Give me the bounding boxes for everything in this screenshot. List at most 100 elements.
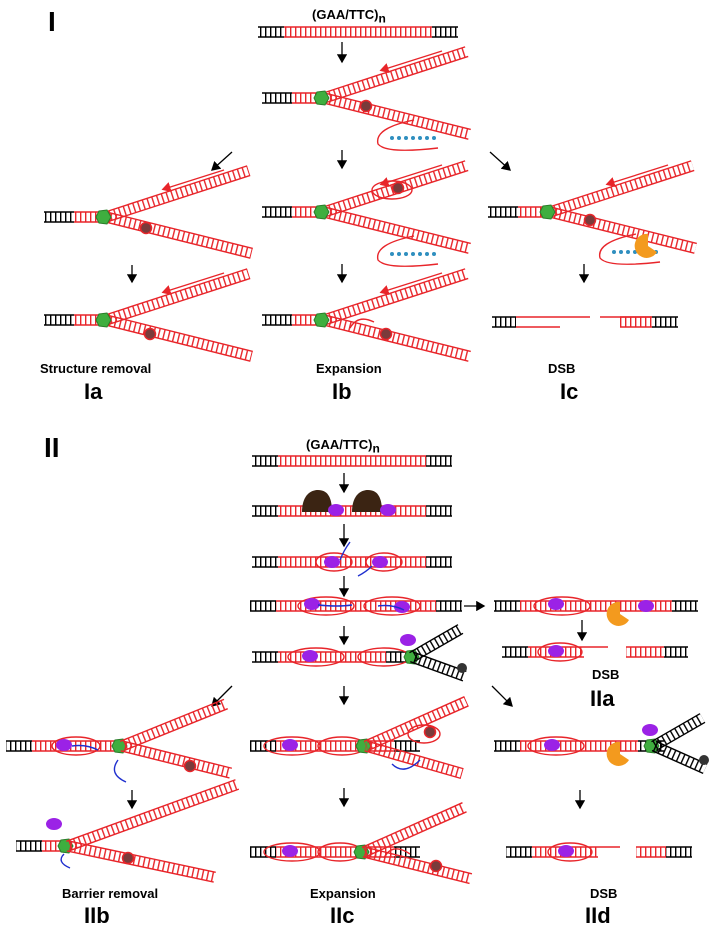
sublabel-iib: IIb <box>84 903 110 928</box>
iic-fork-1-arm-up-bottom-strand <box>367 705 469 752</box>
iia-dsb-left-flank-rungs <box>502 647 528 657</box>
rloop-iic-3 <box>263 842 321 862</box>
r-loop-protein-iid-1 <box>544 739 560 751</box>
iic-loop <box>407 724 441 744</box>
hairpin-i-1-dot <box>425 136 429 140</box>
arrow-i-left <box>211 151 233 171</box>
helicase-ic-1 <box>539 204 556 220</box>
iic-fork-2-arm-up-rungs <box>361 802 467 857</box>
hairpin-i-1-dot <box>390 136 394 140</box>
rloop-ii-c <box>297 596 355 616</box>
ia-fork-1-leading-arm <box>104 165 251 223</box>
ia-fork-1-flank-rungs <box>44 212 74 222</box>
rna-ii-4 <box>377 604 405 611</box>
i-fork-hairpin-lagging-arm-rungs <box>322 93 471 140</box>
hairpin-i-1 <box>376 119 439 151</box>
rna-iic-1 <box>391 759 421 770</box>
ia-fork-2-lagging-arm-rungs <box>104 315 253 362</box>
ib-fork-1-lagging-arm <box>322 206 471 254</box>
rloop-iia-b <box>537 642 583 662</box>
hairpin-i-1-dot <box>418 136 422 140</box>
ic-fork-1-parental-rungs <box>518 207 546 217</box>
iid-dsb-left-flank <box>506 846 532 858</box>
ib-fork-2-lagging-arm-bottom-strand <box>322 324 469 362</box>
sublabel-iic: IIc <box>330 903 355 928</box>
iib-fork-1-arm-down-rungs <box>120 741 232 778</box>
iid-arm-up-top-strand <box>651 713 701 743</box>
hairpin-ic-1-dot <box>612 250 616 254</box>
protein-i-1 <box>359 99 373 113</box>
iia-duplex-right-flank-rungs <box>672 601 698 611</box>
iid-fork-left-flank <box>494 740 520 752</box>
iid-dsb-right-repeat-rungs <box>636 847 666 857</box>
hairpin-ib-1-dot <box>432 252 436 256</box>
caption-structure-removal: Structure removal <box>40 361 152 376</box>
iid-dsb-left-flank-rungs <box>506 847 532 857</box>
protein-iic-2 <box>429 859 443 873</box>
panel-label-ii: II <box>44 432 60 463</box>
r-loop-protein-ii-8 <box>400 634 416 646</box>
ic-dsb-right-flank <box>652 316 678 328</box>
ia-fork-2-leading-arrow <box>161 272 225 295</box>
caption-dsb-iid: DSB <box>590 886 618 901</box>
iic-fork-2-arm-up <box>361 802 467 858</box>
ic-fork-1-leading-arm <box>548 160 695 218</box>
repeat-count-subscript: n <box>372 441 380 456</box>
ii-rloop-duplex-2-left-flank-rungs <box>250 601 276 611</box>
r-loop-protein-ii-2 <box>380 504 396 516</box>
i-fork-hairpin-lagging-arm <box>322 92 471 140</box>
rna-ii-1 <box>339 541 351 561</box>
caption-dsb-iia: DSB <box>592 667 620 682</box>
ib-fork-2-leading-arm-bottom-strand <box>325 277 469 326</box>
ii-template-duplex-repeat-rungs <box>278 456 426 466</box>
r-loop-protein-iia-3 <box>548 645 564 657</box>
repeat-count-subscript: n <box>378 11 386 26</box>
iic-fork-1-left-flank <box>250 740 276 752</box>
panel-label-i: I <box>48 6 56 37</box>
ib-fork-2-lagging-arm <box>322 314 471 362</box>
ia-fork-2-parental-rungs <box>74 315 102 325</box>
iic-fork-2-arm-down-rungs <box>362 847 472 884</box>
protein-ia-2 <box>143 327 157 341</box>
helicase-ib-1 <box>313 204 330 220</box>
ii-collision-duplex-left-flank <box>252 651 278 663</box>
iid-arm-down-rungs <box>651 741 708 774</box>
iic-small-loop <box>383 848 411 859</box>
r-loop-protein-ii-3 <box>324 556 340 568</box>
ii-rloop-duplex-2-right-flank <box>436 600 462 612</box>
hairpin-i-1-dot <box>397 136 401 140</box>
iib-fork-2-arm-up <box>66 779 240 852</box>
iia-duplex-left-flank-rungs <box>494 601 520 611</box>
iid-fork-repeat <box>520 740 638 752</box>
ic-fork-1-flank <box>488 206 518 218</box>
ic-fork-1-leading-arm-rungs <box>548 160 695 217</box>
caption-expansion-ii: Expansion <box>310 886 376 901</box>
i-fork-hairpin-flank-rungs <box>262 93 292 103</box>
iid-fork-left-flank-rungs <box>494 741 520 751</box>
hairpin-i-1-dot <box>432 136 436 140</box>
ib-fork-1-lagging-arm-top-strand <box>325 206 471 245</box>
caption-barrier-removal: Barrier removal <box>62 886 159 901</box>
iic-fork-2-arm-down-top-strand <box>365 846 473 875</box>
repeat-sequence-label-i: (GAA/TTC)n <box>312 8 386 26</box>
ii-rloop-duplex-1-right-flank <box>426 556 452 568</box>
ic-fork-1-flank-rungs <box>488 207 518 217</box>
hairpin-i-1-dot <box>404 136 408 140</box>
rloop-iid-1 <box>527 736 585 756</box>
rna-iib-1 <box>71 744 99 751</box>
caption-dsb-i: DSB <box>548 361 576 376</box>
r-loop-protein-iic-2 <box>282 845 298 857</box>
i-fork-hairpin-leading-arrow <box>379 50 443 73</box>
ii-transcription-duplex-right-flank-rungs <box>426 506 452 516</box>
hairpin-ib-1-dot <box>425 252 429 256</box>
i-template-duplex-right-flank <box>432 26 458 38</box>
iid-arm-down-top-strand <box>655 740 708 765</box>
hairpin-ib-1-dot <box>397 252 401 256</box>
ib-fork-1-flank <box>262 206 292 218</box>
iic-fork-1-arm-down-bottom-strand <box>364 750 461 780</box>
ic-fork-1-lagging-arm <box>548 206 697 254</box>
ia-fork-1-lagging-arm-rungs <box>104 212 253 259</box>
ia-fork-1-parental <box>74 211 102 223</box>
iic-fork-2-arm-up-top-strand <box>361 802 463 849</box>
